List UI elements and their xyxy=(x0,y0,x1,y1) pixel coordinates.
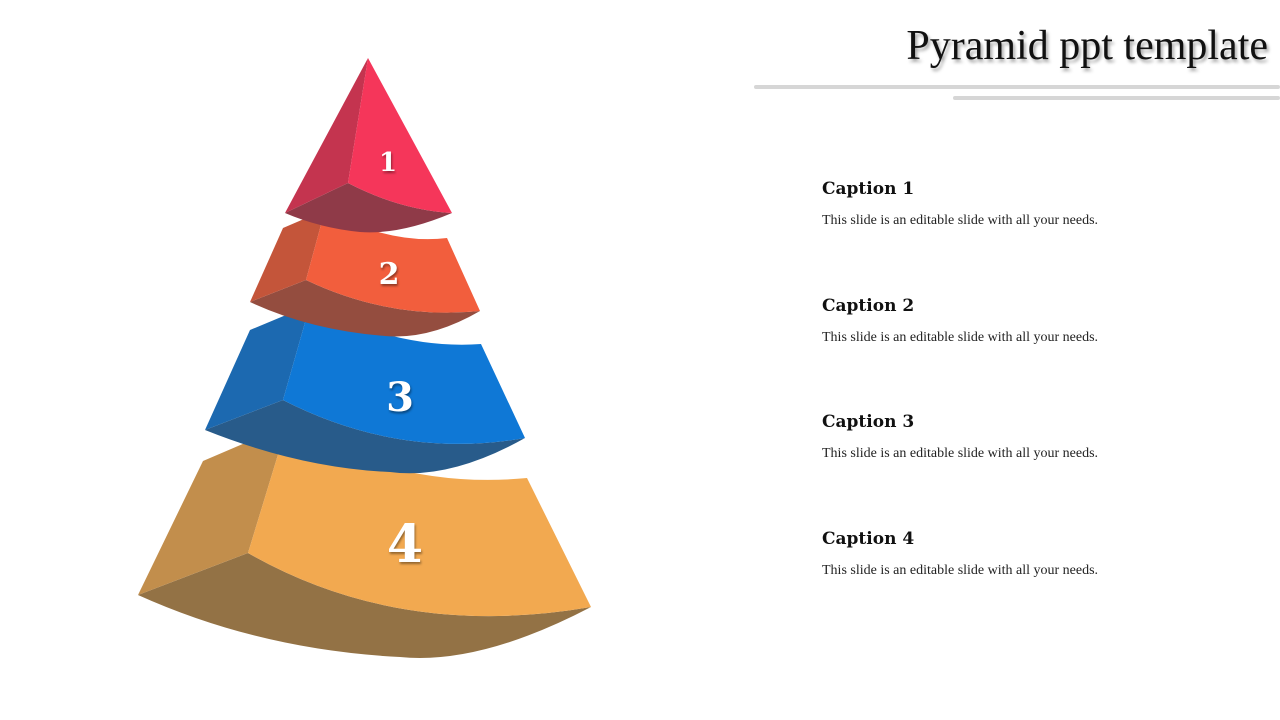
tier-1: 1 xyxy=(285,58,452,233)
caption-heading: Caption 1 xyxy=(822,179,915,199)
pyramid-diagram: 4 3 2 1 xyxy=(138,58,591,658)
tier-3-bottom xyxy=(205,400,525,474)
caption-heading: Caption 4 xyxy=(822,529,915,549)
tier-4-side xyxy=(138,425,287,595)
tier-1-side xyxy=(285,58,368,213)
caption-text: This slide is an editable slide with all… xyxy=(822,213,1099,228)
tier-3-front xyxy=(283,305,525,444)
caption-4: Caption 4 This slide is an editable slid… xyxy=(822,529,1098,579)
title-divider-long xyxy=(754,85,1280,89)
caption-text: This slide is an editable slide with all… xyxy=(822,330,1099,345)
caption-heading: Caption 3 xyxy=(822,412,915,432)
tier-2-side xyxy=(250,210,325,302)
tier-4-front xyxy=(248,425,591,617)
tier-4-number: 4 xyxy=(387,514,423,575)
page-title: Pyramid ppt template xyxy=(906,23,1268,69)
tier-2-front xyxy=(306,210,480,313)
tier-4-bottom xyxy=(138,553,591,658)
caption-2: Caption 2 This slide is an editable slid… xyxy=(822,296,1098,346)
caption-heading: Caption 2 xyxy=(822,296,915,316)
tier-2: 2 xyxy=(250,210,480,337)
caption-text: This slide is an editable slide with all… xyxy=(822,563,1099,578)
caption-text: This slide is an editable slide with all… xyxy=(822,446,1099,461)
tier-3: 3 xyxy=(205,305,525,474)
tier-1-number: 1 xyxy=(379,148,397,178)
tier-4: 4 xyxy=(138,425,591,658)
title-divider-short xyxy=(953,96,1280,100)
caption-3: Caption 3 This slide is an editable slid… xyxy=(822,412,1098,462)
tier-3-side xyxy=(205,305,310,430)
tier-1-front xyxy=(348,58,452,213)
tier-3-number: 3 xyxy=(386,374,414,421)
caption-1: Caption 1 This slide is an editable slid… xyxy=(822,179,1098,229)
tier-2-bottom xyxy=(250,280,480,337)
tier-1-bottom xyxy=(285,183,452,233)
tier-2-number: 2 xyxy=(379,257,400,292)
